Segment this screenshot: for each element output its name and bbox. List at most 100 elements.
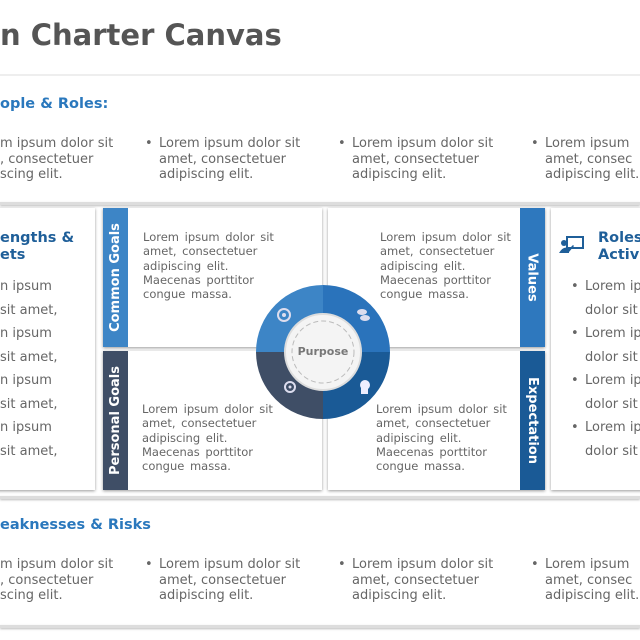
line: dolor sit	[585, 349, 638, 365]
line: Lorem ipsum dolor sit	[159, 136, 301, 151]
bullet-icon: •	[338, 136, 346, 151]
line: , consectetuer	[0, 151, 94, 167]
bullet-icon: •	[338, 557, 346, 572]
line: Lorem ip	[585, 420, 640, 435]
line: dolor sit	[585, 396, 638, 412]
line: sit amet,	[0, 302, 58, 318]
line: adipiscing elit.	[352, 167, 447, 182]
line: sit amet,	[0, 396, 58, 412]
line: Lorem ipsum	[545, 136, 630, 151]
line: amet, consec	[545, 572, 633, 588]
label-text: Personal Goals	[108, 365, 124, 476]
list-item: • Lorem ip dolor sit	[571, 275, 640, 322]
line: adipiscing elit.	[352, 588, 447, 603]
common-goals-card: Common Goals Lorem ipsum dolor sit amet,…	[103, 208, 322, 347]
people-roles-heading: ople & Roles:	[0, 96, 109, 112]
crosshair-icon	[284, 381, 296, 393]
strengths-heading: engths &ets	[0, 230, 74, 264]
line: n ipsum	[0, 279, 52, 294]
bullet-icon: •	[145, 557, 153, 572]
strengths-list: n ipsum sit amet, n ipsum sit amet, n ipsum s…	[0, 275, 57, 463]
bullet-icon: •	[571, 326, 579, 341]
line: scing elit.	[0, 588, 63, 603]
page-title: n Charter Canvas	[0, 18, 282, 52]
heading-line: engths &	[0, 230, 75, 246]
line: n ipsum	[0, 373, 52, 388]
line: adipiscing elit.	[545, 167, 640, 182]
line: dolor sit	[585, 443, 638, 459]
list-item: • Lorem ip dolor sit	[571, 322, 640, 369]
section-divider	[0, 496, 640, 499]
bullet-icon: •	[531, 136, 539, 151]
line: amet, consectetuer	[159, 151, 287, 167]
line: Lorem ipsum dolor sit	[352, 557, 494, 572]
list-item: • Lorem ip dolor sit	[571, 369, 640, 416]
personal-goals-label: Personal Goals	[103, 351, 128, 490]
title-divider	[0, 74, 640, 76]
line: n ipsum	[0, 326, 52, 341]
purpose-wheel	[256, 285, 390, 419]
line: dolor sit	[585, 302, 638, 318]
values-text: Lorem ipsum dolor sit amet, consectetuer…	[380, 230, 511, 302]
line: , consectetuer	[0, 572, 94, 588]
roles-list: • Lorem ip dolor sit • Lorem ip dolor sit • L…	[571, 275, 640, 463]
coins-icon	[357, 309, 370, 321]
values-label: Values	[520, 208, 545, 347]
line: Lorem ip	[585, 373, 640, 388]
line: n ipsum	[0, 420, 52, 435]
section-divider	[0, 202, 640, 205]
line: Lorem ipsum dolor sit	[159, 557, 301, 572]
label-text: Common Goals	[108, 223, 123, 332]
personal-goals-text: Lorem ipsum dolor sit amet, consectetuer…	[142, 402, 273, 474]
expectation-text: Lorem ipsum dolor sit amet, consectetuer…	[376, 402, 507, 474]
common-goals-text: Lorem ipsum dolor sit amet, consectetuer…	[143, 230, 274, 302]
line: m ipsum dolor sit	[0, 136, 114, 151]
label-text: Values	[525, 253, 541, 302]
heading-line: Activi	[598, 247, 640, 263]
common-goals-label: Common Goals	[103, 208, 128, 347]
line: amet, consectetuer	[352, 151, 480, 167]
line: amet, consectetuer	[159, 572, 287, 588]
bullet-icon: •	[571, 373, 579, 388]
purpose-label: Purpose	[297, 345, 349, 358]
dashed-ring	[291, 320, 355, 384]
weaknesses-heading: eaknesses & Risks	[0, 517, 151, 533]
bullet-icon: •	[145, 136, 153, 151]
line: scing elit.	[0, 167, 63, 182]
bullet-icon: •	[571, 279, 579, 294]
head-gear-icon	[360, 380, 370, 394]
heading-line: Roles	[598, 230, 640, 246]
line: amet, consec	[545, 151, 633, 167]
line: adipiscing elit.	[545, 588, 640, 603]
bullet-icon: •	[531, 557, 539, 572]
line: Lorem ip	[585, 279, 640, 294]
line: amet, consectetuer	[352, 572, 480, 588]
presentation-icon	[559, 236, 584, 253]
section-divider	[0, 625, 640, 628]
target-icon	[277, 308, 291, 322]
line: sit amet,	[0, 349, 58, 365]
line: Lorem ipsum	[545, 557, 630, 572]
line: adipiscing elit.	[159, 588, 254, 603]
purpose-center	[284, 313, 362, 391]
heading-line: ets	[0, 247, 26, 263]
label-text: Expectation	[525, 377, 540, 464]
line: adipiscing elit.	[159, 167, 254, 182]
line: Lorem ip	[585, 326, 640, 341]
strengths-panel: engths &ets n ipsum sit amet, n ipsum sit a…	[0, 208, 95, 490]
line: sit amet,	[0, 443, 58, 459]
expectation-label: Expectation	[520, 351, 545, 490]
line: m ipsum dolor sit	[0, 557, 114, 572]
line: Lorem ipsum dolor sit	[352, 136, 494, 151]
